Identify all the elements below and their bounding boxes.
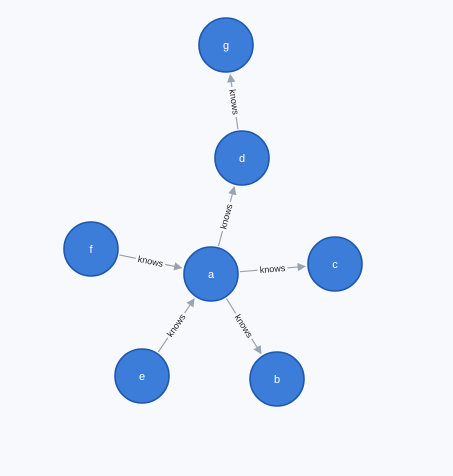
edge-label: knows <box>259 263 286 275</box>
nodes-layer: g d f a c e b <box>63 17 363 407</box>
edge-label: knows <box>227 89 241 116</box>
node-c[interactable]: c <box>307 236 363 292</box>
edge-label-background <box>230 310 257 342</box>
node-circle <box>249 351 305 407</box>
node-circle <box>63 221 119 277</box>
edge-a-c[interactable]: knows <box>239 261 306 277</box>
node-label: a <box>208 269 215 281</box>
node-label: b <box>274 374 280 386</box>
node-g[interactable]: g <box>198 17 254 73</box>
edge-label-background <box>226 86 243 118</box>
node-e[interactable]: e <box>114 348 170 404</box>
edge-e-a[interactable]: knows <box>157 298 195 353</box>
node-circle <box>114 348 170 404</box>
node-b[interactable]: b <box>249 351 305 407</box>
node-label: e <box>139 371 145 383</box>
edge-a-d[interactable]: knows <box>216 186 237 247</box>
node-d[interactable]: d <box>214 130 270 186</box>
edge-label-background <box>134 252 167 271</box>
node-label: c <box>332 259 338 271</box>
node-circle <box>307 236 363 292</box>
edge-label-background <box>216 200 237 233</box>
node-f[interactable]: f <box>63 221 119 277</box>
node-circle <box>183 246 239 302</box>
edge-d-g[interactable]: knows <box>226 73 243 130</box>
node-label: g <box>223 40 229 52</box>
node-label: d <box>239 153 245 165</box>
node-circle <box>214 130 270 186</box>
node-circle <box>198 17 254 73</box>
node-a[interactable]: a <box>183 246 239 302</box>
edge-a-b[interactable]: knows <box>225 298 262 355</box>
node-label: f <box>89 244 93 256</box>
edge-f-a[interactable]: knows <box>119 252 183 271</box>
edge-label-background <box>257 261 288 277</box>
edge-label-background <box>162 309 190 342</box>
edges-layer: knows knows knows knows knows knows <box>119 73 306 355</box>
